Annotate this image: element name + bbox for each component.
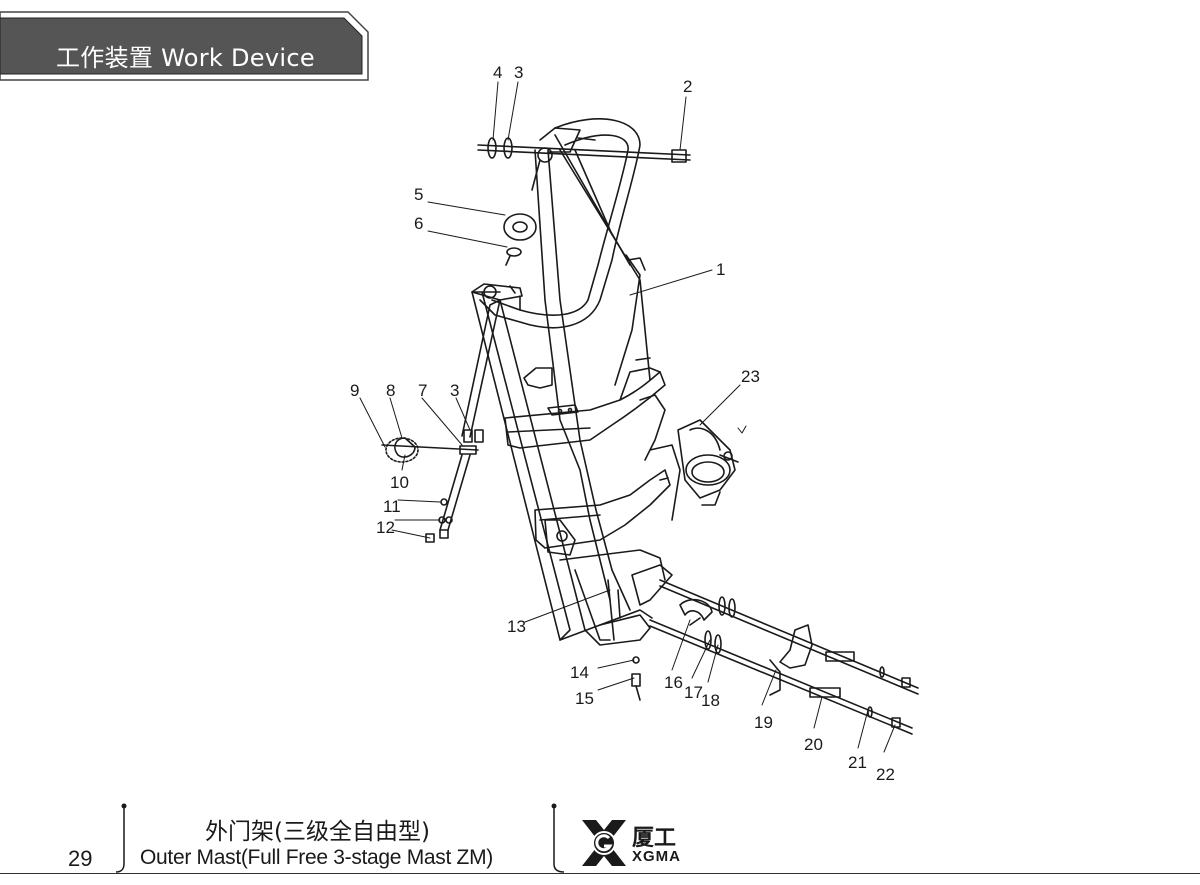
part-label-10: 10 [390,473,409,492]
footer-divider-right [551,803,565,873]
part-label-13: 13 [507,617,526,636]
part-label-8: 8 [386,381,395,400]
part-label-3-top: 3 [514,63,523,82]
drawing-title-cn: 外门架(三级全自由型) [205,819,430,845]
part-label-3-left: 3 [450,381,459,400]
part-label-20: 20 [804,735,823,754]
part-label-16: 16 [664,673,683,692]
part-label-21: 21 [848,753,867,772]
mast-clamp-bracket [677,419,739,506]
part-label-22: 22 [876,765,895,784]
logo-text-en: XGMA [632,848,681,865]
part-label-9: 9 [350,381,359,400]
logo-text-cn: 厦工 [632,826,677,851]
section-title: 工作装置 Work Device [56,44,315,72]
part-number-labels: 1 2 3 4 5 6 7 8 9 10 11 12 13 14 15 16 1… [350,63,895,784]
part-label-4: 4 [493,63,502,82]
part-label-17: 17 [684,683,703,702]
part-label-12: 12 [376,518,395,537]
xgma-logo-mark-icon [582,820,626,866]
part-label-2: 2 [683,77,692,96]
banner-shape [0,11,369,81]
part-label-15: 15 [575,689,594,708]
footer-divider-left [115,803,127,873]
lower-shaft-assembly [607,564,919,735]
part-label-6: 6 [414,214,423,233]
footer-rule [0,873,1200,874]
part-label-11: 11 [383,497,401,516]
part-label-23: 23 [741,367,760,386]
roller-assembly [503,213,537,266]
part-label-5: 5 [414,185,423,204]
left-bracket-group [381,299,501,543]
drawing-title-en: Outer Mast(Full Free 3-stage Mast ZM) [140,846,493,869]
part-label-19: 19 [754,713,773,732]
page-number: 29 [68,846,93,871]
xgma-logo: 厦工 XGMA [582,820,702,870]
part-label-7: 7 [418,381,427,400]
top-shaft-assembly [477,137,691,191]
leader-lines [359,81,896,753]
part-label-1: 1 [716,260,725,279]
part-label-18: 18 [701,691,720,710]
part-label-14: 14 [570,663,589,682]
header-banner: 工作装置 Work Device [0,10,372,82]
outer-mast-frame [471,118,681,646]
